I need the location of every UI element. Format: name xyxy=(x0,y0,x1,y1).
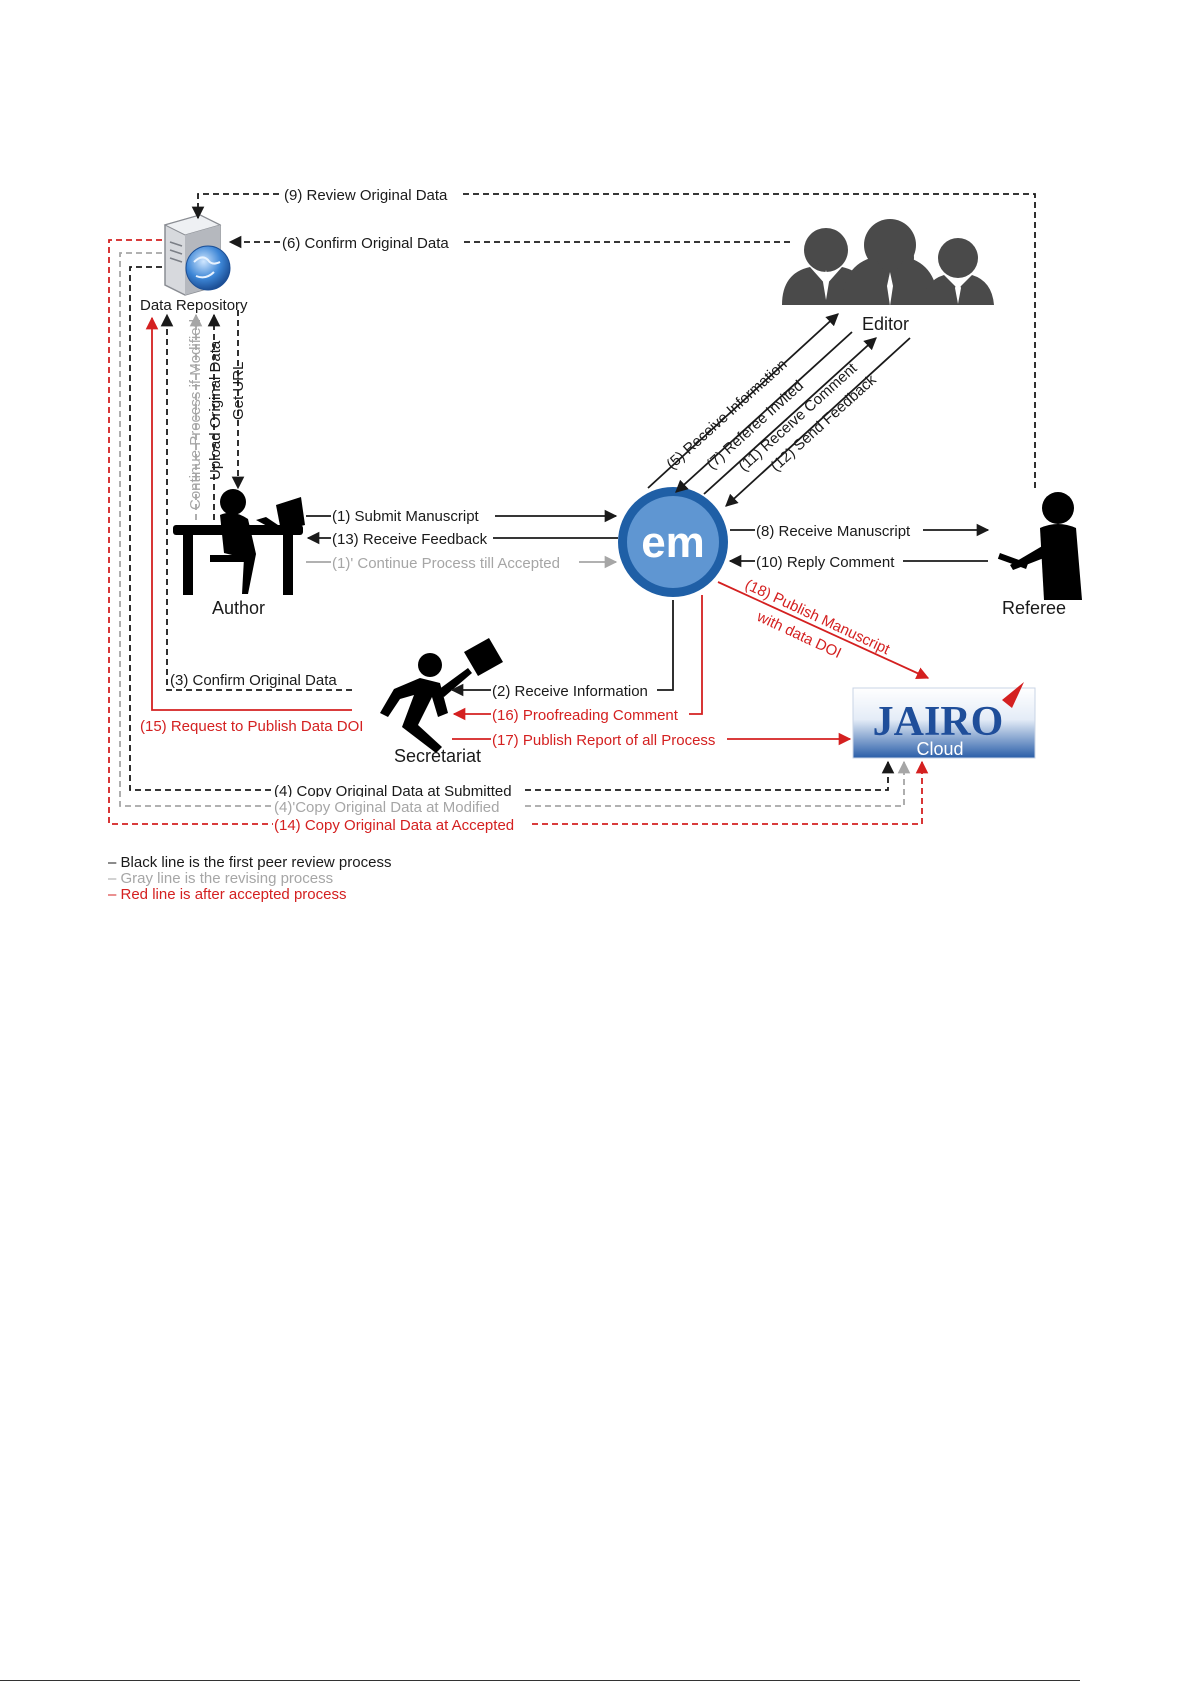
author-desk-icon xyxy=(173,489,305,595)
arrow-11 xyxy=(703,337,877,495)
referee-icon xyxy=(997,492,1082,600)
legend-red: – Red line is after accepted process xyxy=(108,886,347,903)
referee-label: Referee xyxy=(1002,598,1066,618)
label-step-4p: (4)'Copy Original Data at Modified xyxy=(274,799,499,816)
author-label: Author xyxy=(212,598,265,618)
arrow-15 xyxy=(145,316,352,711)
jairo-text: JAIRO xyxy=(873,699,1004,745)
em-logo: em xyxy=(618,487,728,597)
cloud-text: Cloud xyxy=(916,739,963,759)
em-logo-text: em xyxy=(641,518,705,567)
label-step-15: (15) Request to Publish Data DOI xyxy=(140,718,363,735)
label-step-1: (1) Submit Manuscript xyxy=(332,508,480,525)
label-step-4: (4) Copy Original Data at Submitted xyxy=(274,783,512,800)
arrow-5 xyxy=(647,313,839,489)
arrow-14 xyxy=(108,239,929,825)
label-get-url: Get URL xyxy=(230,362,247,420)
repository-label: Data Repository xyxy=(140,297,248,314)
running-secretariat-icon xyxy=(380,638,503,753)
label-step-1p: (1)' Continue Process till Accepted xyxy=(332,555,560,572)
legend-gray: – Gray line is the revising process xyxy=(108,870,334,887)
server-globe-icon xyxy=(163,214,231,296)
editor-group-icon xyxy=(782,219,994,306)
page-bottom-rule xyxy=(0,1680,1080,1681)
label-step-14: (14) Copy Original Data at Accepted xyxy=(274,817,514,834)
arrow-4 xyxy=(129,266,895,791)
label-step-9: (9) Review Original Data xyxy=(284,187,448,204)
arrow-9 xyxy=(191,193,1036,488)
label-step-10: (10) Reply Comment xyxy=(756,554,895,571)
label-step-6: (6) Confirm Original Data xyxy=(282,235,449,252)
label-step-2: (2) Receive Information xyxy=(492,683,648,700)
secretariat-label: Secretariat xyxy=(394,746,481,766)
arrow-7 xyxy=(675,331,853,493)
arrow-4p xyxy=(119,252,911,807)
label-step-8: (8) Receive Manuscript xyxy=(756,523,911,540)
label-upload-original-data: Upload Original Data xyxy=(207,340,224,480)
arrow-3 xyxy=(160,313,352,691)
jairo-cloud-logo: JAIRO Cloud xyxy=(852,682,1036,759)
label-step-13: (13) Receive Feedback xyxy=(332,531,488,548)
compass-needle-icon xyxy=(1002,682,1024,708)
label-step-16: (16) Proofreading Comment xyxy=(492,707,679,724)
label-step-3: (3) Confirm Original Data xyxy=(170,672,337,689)
arrow-18 xyxy=(717,581,930,680)
legend-black: – Black line is the first peer review pr… xyxy=(108,854,392,871)
editor-label: Editor xyxy=(862,314,909,334)
label-step-17: (17) Publish Report of all Process xyxy=(492,732,715,749)
arrow-12 xyxy=(725,337,911,507)
workflow-diagram: em JAIRO Cloud Data Repository Editor Au… xyxy=(108,185,1082,834)
label-continue-modified: Continue Process if Modified xyxy=(187,319,204,510)
legend: – Black line is the first peer review pr… xyxy=(108,855,391,903)
